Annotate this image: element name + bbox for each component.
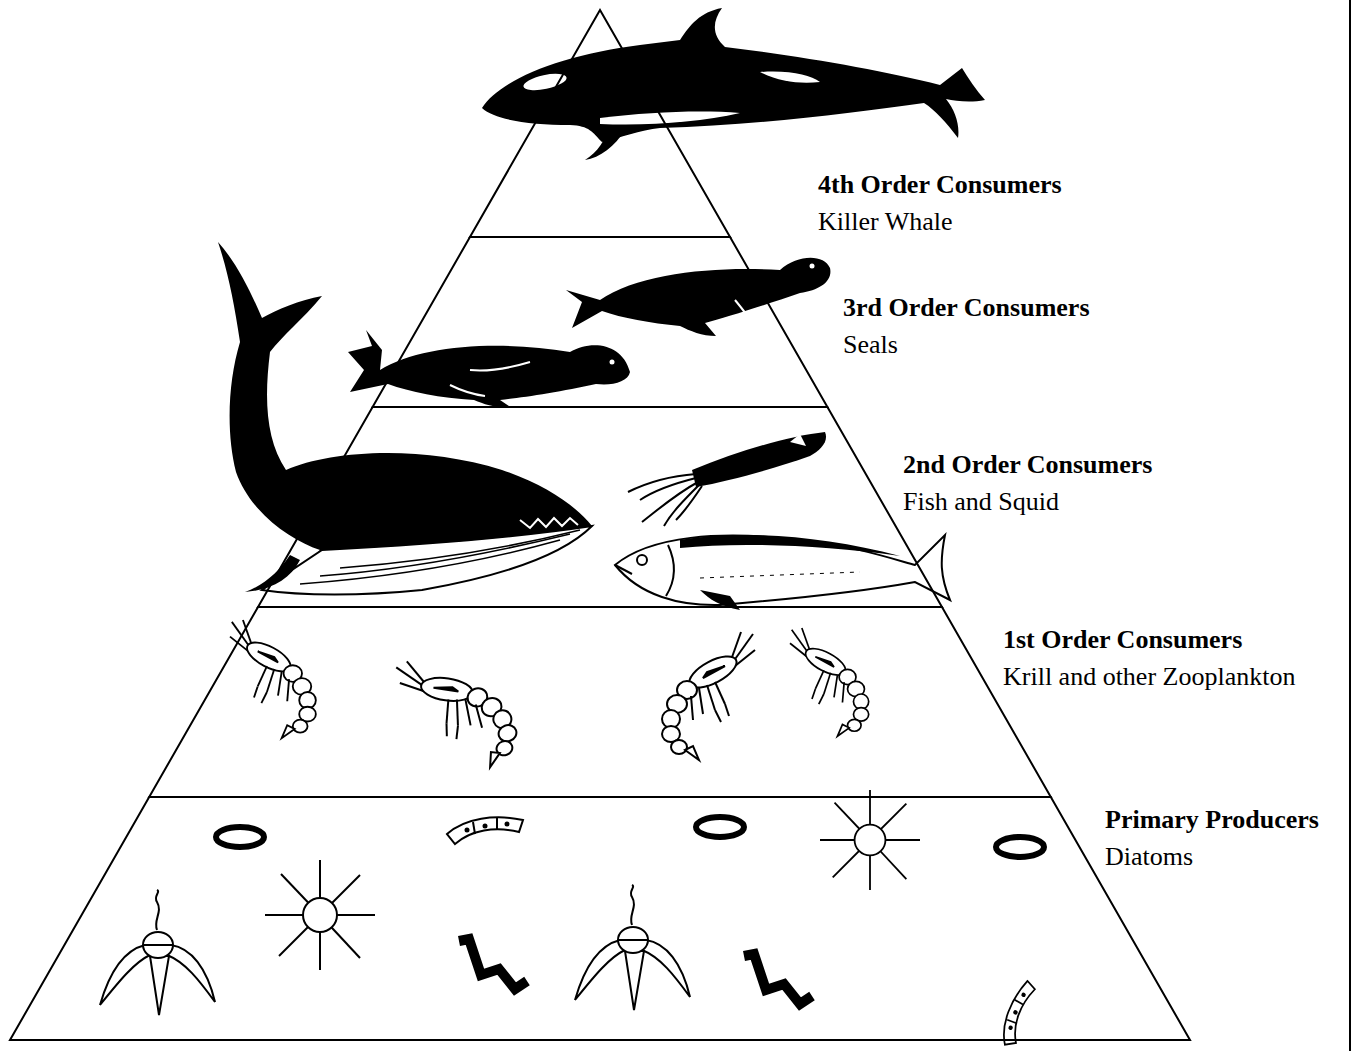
level-heading: 1st Order Consumers [1003,621,1295,658]
level-members: Seals [843,326,1090,363]
band-shape [258,407,942,607]
band-shape [470,10,730,237]
trophic-band: Primary ProducersDiatoms [0,797,1354,1040]
trophic-band: 2nd Order ConsumersFish and Squid [0,407,1354,607]
band-label: Primary ProducersDiatoms [1102,801,1322,875]
level-members: Diatoms [1105,838,1319,875]
level-members: Krill and other Zooplankton [1003,658,1295,695]
band-shape [149,607,1051,797]
squid [628,432,826,526]
fish [615,535,950,610]
level-heading: 2nd Order Consumers [903,446,1152,483]
band-label: 3rd Order ConsumersSeals [840,289,1093,363]
diatoms [100,790,1046,1049]
band-label: 2nd Order ConsumersFish and Squid [900,446,1155,520]
band-label: 1st Order ConsumersKrill and other Zoopl… [1000,621,1298,695]
humpback-whale [218,242,592,595]
level-heading: 4th Order Consumers [818,166,1062,203]
level-members: Killer Whale [818,203,1062,240]
seal [566,258,830,336]
trophic-band: 3rd Order ConsumersSeals [0,237,1354,407]
level-members: Fish and Squid [903,483,1152,520]
trophic-band: 1st Order ConsumersKrill and other Zoopl… [0,607,1354,797]
krill [230,620,869,786]
level-heading: Primary Producers [1105,801,1319,838]
band-shape [373,237,828,407]
page-border [1349,0,1351,1051]
seal [348,330,630,408]
band-outline [0,237,1354,407]
band-outline [0,10,1354,237]
trophic-band: 4th Order ConsumersKiller Whale [0,10,1354,237]
band-label: 4th Order ConsumersKiller Whale [815,166,1065,240]
band-shape [10,797,1190,1040]
level-heading: 3rd Order Consumers [843,289,1090,326]
